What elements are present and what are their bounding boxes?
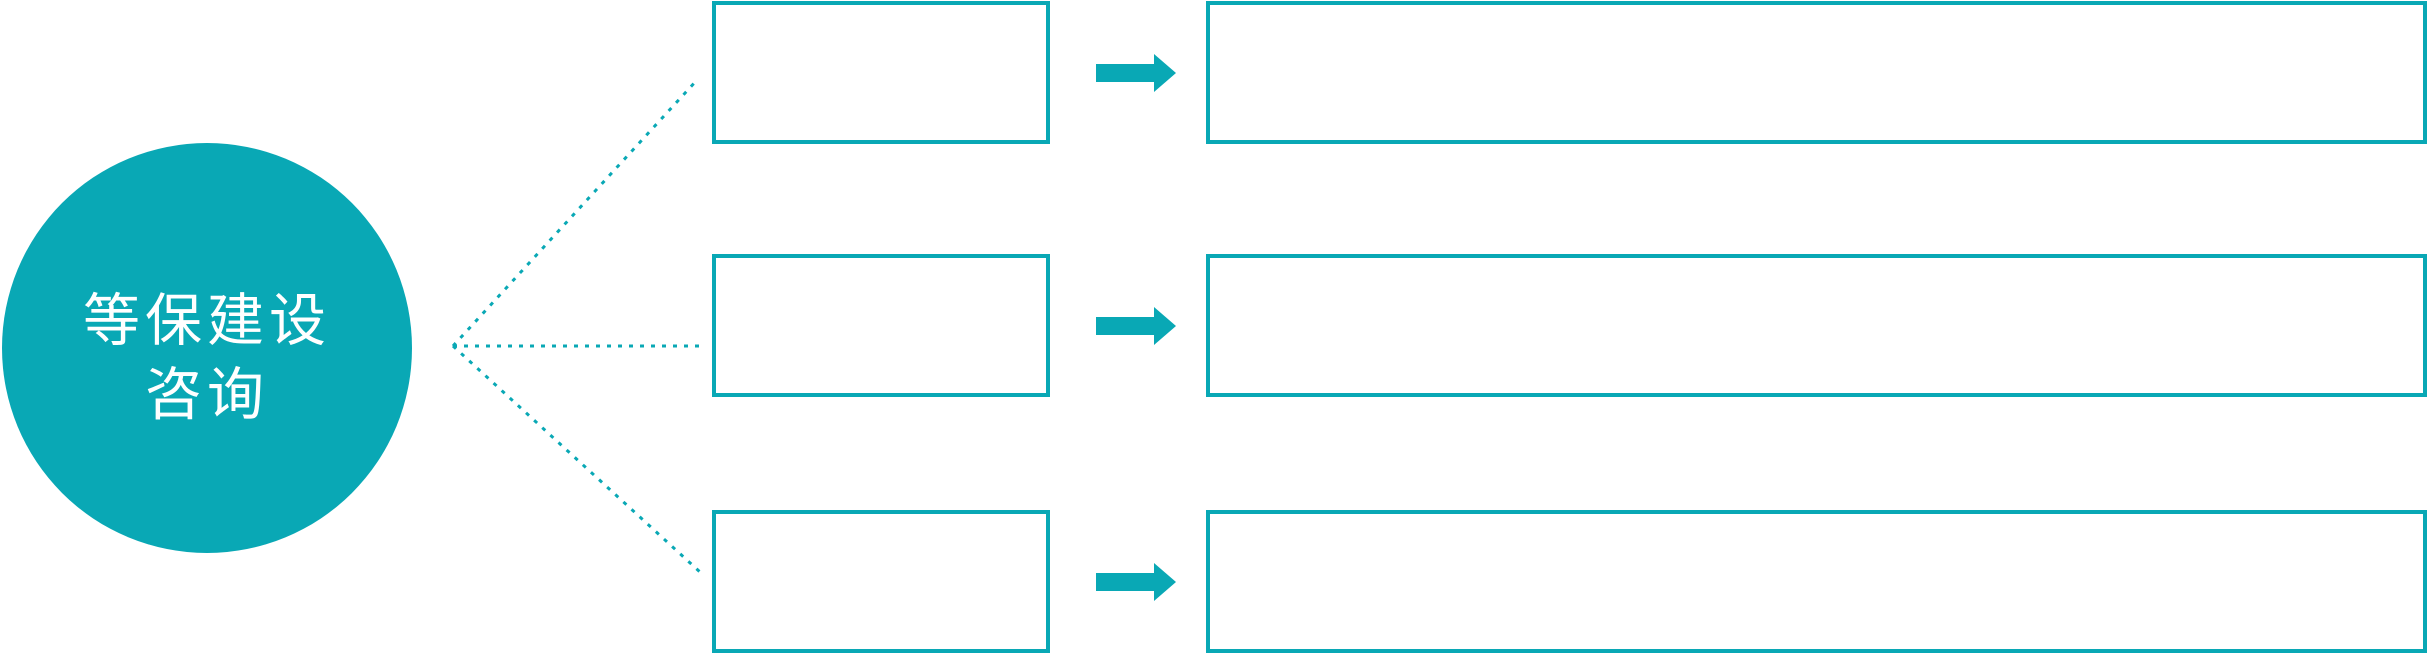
topic-label-line1: 等保建设 (83, 288, 331, 354)
category-box-3 (712, 510, 1050, 653)
detail-box-1 (1206, 1, 2427, 144)
topic-label-line2: 咨询 (145, 362, 269, 428)
category-box-2 (712, 254, 1050, 397)
detail-box-3-label (1210, 514, 2423, 649)
topic-circle: 等保建设 咨询 (2, 143, 412, 553)
arrow-right-icon (1096, 307, 1176, 345)
connector-line-bottom (451, 344, 702, 574)
category-box-1-label (716, 5, 1046, 140)
category-box-1 (712, 1, 1050, 144)
detail-box-2 (1206, 254, 2427, 397)
detail-box-2-label (1210, 258, 2423, 393)
category-box-3-label (716, 514, 1046, 649)
category-box-2-label (716, 258, 1046, 393)
arrow-right-icon (1096, 563, 1176, 601)
connector-line-top (451, 78, 699, 348)
detail-box-1-label (1210, 5, 2423, 140)
arrow-right-icon (1096, 54, 1176, 92)
detail-box-3 (1206, 510, 2427, 653)
